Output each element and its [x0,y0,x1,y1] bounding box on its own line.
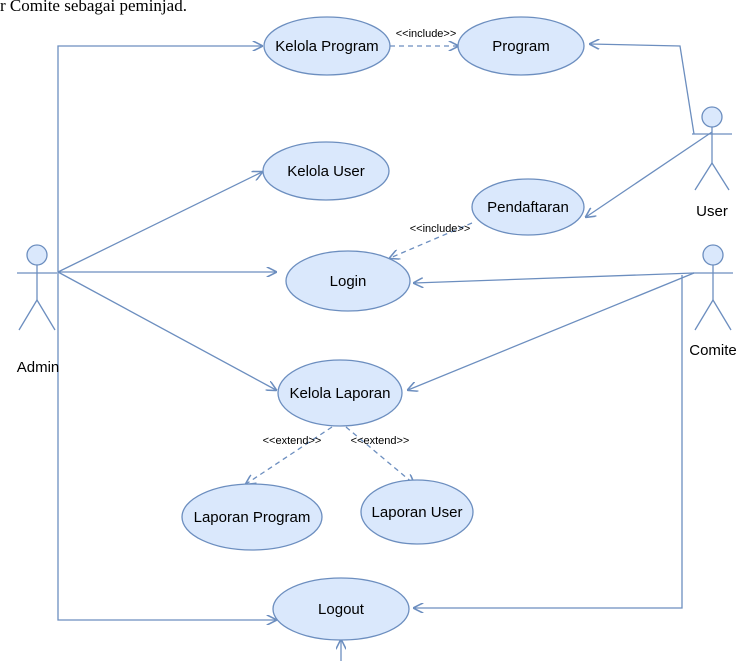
extend-program-stereotype: <<extend>> [263,435,322,447]
use-case-laporan-program[interactable] [181,483,323,551]
include-program-stereotype: <<include>> [396,28,457,40]
use-case-pendaftaran[interactable] [471,178,585,236]
kelola-program-label: Kelola Program [275,38,378,55]
use-case-laporan-user[interactable] [360,479,474,545]
extend-user-line [345,426,414,484]
laporan-program-label: Laporan Program [194,509,311,526]
extend-program-line [246,426,333,484]
user-to-program-line [590,44,695,135]
login-label: Login [330,273,367,290]
include-login-line [390,222,473,258]
admin-to-kelola-laporan-line [57,271,276,390]
comite-to-kelola-laporan-line [408,272,695,390]
comite-head-icon [702,244,724,266]
kelola-laporan-label: Kelola Laporan [290,385,391,402]
admin-label: Admin [17,359,60,376]
use-case-logout[interactable] [272,577,410,641]
user-head-icon [701,106,723,128]
caption-text: r Comite sebagai peminjad. [0,0,187,15]
comite-to-login-line [414,272,695,283]
actor-comite[interactable] [693,244,733,331]
comite-label: Comite [689,342,737,359]
use-case-kelola-user[interactable] [262,141,390,201]
admin-to-kelola-user-line [57,172,262,273]
use-case-kelola-program[interactable] [263,16,391,76]
kelola-user-label: Kelola User [287,163,365,180]
comite-to-logout-line [414,275,683,608]
use-case-program[interactable] [457,16,585,76]
laporan-user-label: Laporan User [372,504,463,521]
admin-to-kelola-program-line [57,46,262,272]
user-to-pendaftaran-line [586,131,713,217]
actor-user[interactable] [692,106,732,191]
extend-user-stereotype: <<extend>> [351,435,410,447]
pendaftaran-label: Pendaftaran [487,199,569,216]
admin-head-icon [26,244,48,266]
actor-admin[interactable] [17,244,57,331]
use-case-login[interactable] [285,250,411,312]
program-label: Program [492,38,550,55]
admin-to-logout-line [57,272,276,620]
user-label: User [696,203,728,220]
use-case-kelola-laporan[interactable] [277,359,403,427]
logout-label: Logout [318,601,365,618]
include-login-stereotype: <<include>> [410,223,471,235]
